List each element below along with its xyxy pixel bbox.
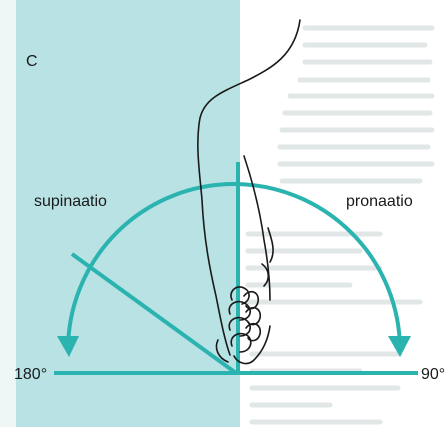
show-through-text [248,28,432,422]
panel-shadow-edge [0,0,16,427]
supination-label: supinaatio [34,193,107,210]
angle-90-label: 90° [421,366,445,383]
panel-top-strip [16,0,240,36]
diagram-panel [16,36,240,427]
pronation-label: pronaatio [346,193,413,210]
panel-letter: C [26,53,38,70]
angle-180-label: 180° [14,366,47,383]
